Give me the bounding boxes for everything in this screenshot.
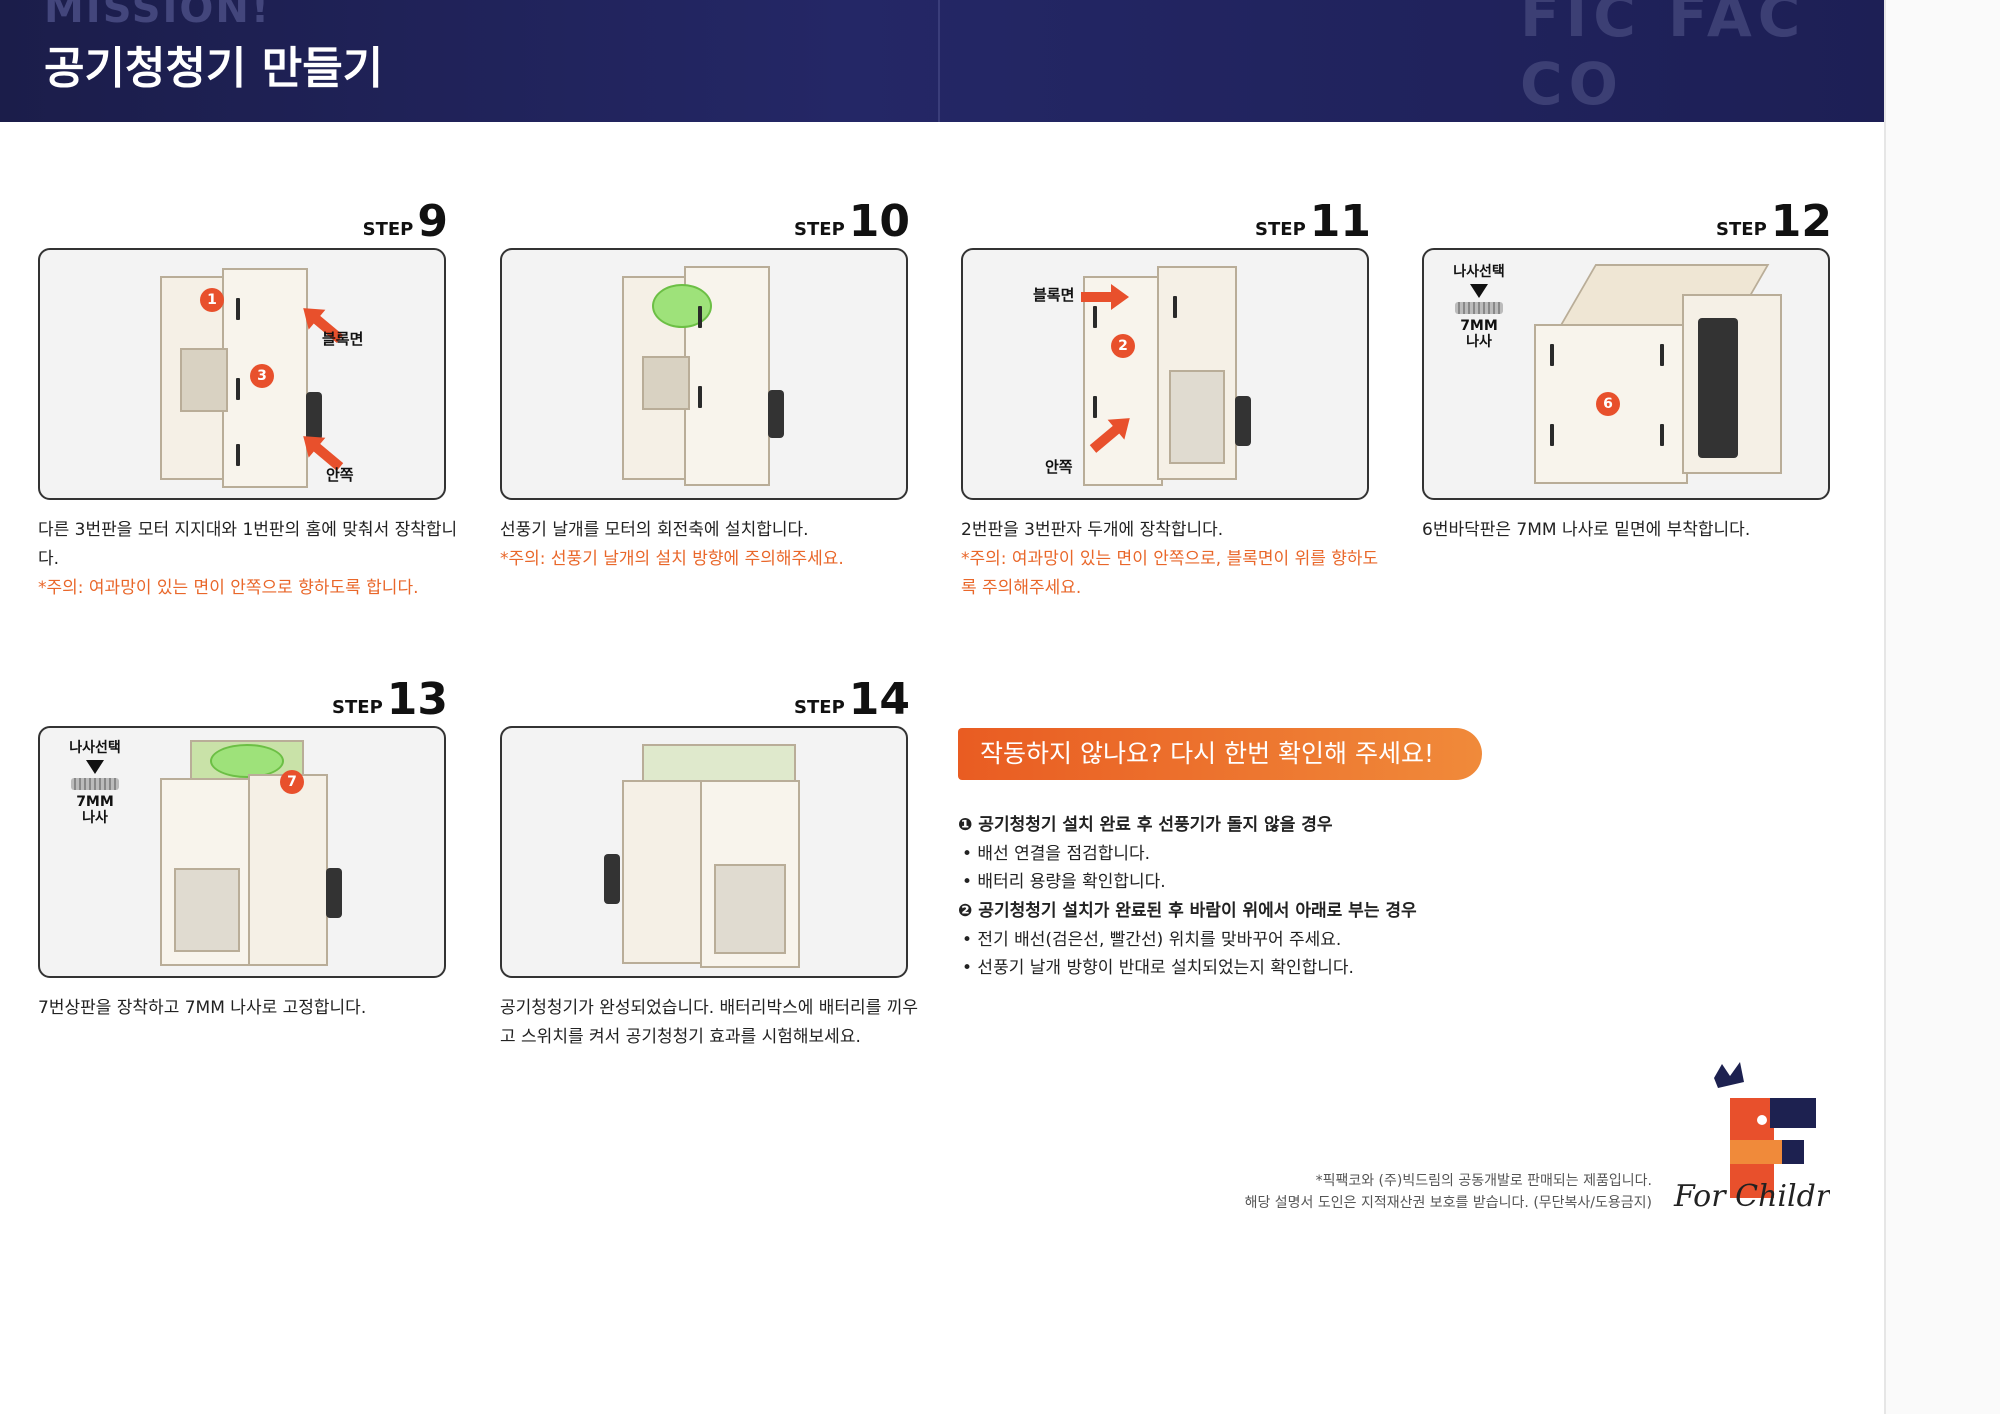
troubleshoot-bullet: • 배선 연결을 점검합니다. bbox=[962, 844, 1151, 864]
assembly-illustration bbox=[622, 266, 822, 490]
assembly-illustration bbox=[604, 744, 822, 974]
page-edge-strip bbox=[1884, 0, 2000, 1414]
brand-watermark: FIC FAC CO bbox=[1520, 0, 1807, 118]
step-13: STEP 13 나사선택 7MM 나사 7 7번상판을 장착하고 7MM 나사로… bbox=[38, 674, 448, 1074]
assembly-illustration: 7 bbox=[160, 738, 360, 974]
step-number: 12 bbox=[1770, 196, 1832, 247]
part-badge: 1 bbox=[200, 288, 224, 312]
logo-eye-icon bbox=[1757, 1115, 1767, 1125]
down-triangle-icon bbox=[1470, 284, 1488, 298]
step-word: STEP bbox=[332, 697, 383, 718]
screw-selector: 나사선택 7MM 나사 bbox=[1444, 264, 1514, 350]
screw-label: 나사선택 bbox=[1453, 264, 1505, 280]
callout-label: 안쪽 bbox=[326, 466, 354, 484]
step-9-description: 다른 3번판을 모터 지지대와 1번판의 홈에 맞춰서 장착합니다. *주의: … bbox=[38, 516, 458, 603]
footer-line: 해당 설명서 도인은 지적재산권 보호를 받습니다. (무단복사/도용금지) bbox=[1244, 1195, 1652, 1211]
screw-icon bbox=[1455, 302, 1503, 314]
step-13-photo: 나사선택 7MM 나사 7 bbox=[38, 726, 446, 978]
step-text: 선풍기 날개를 모터의 회전축에 설치합니다. bbox=[500, 520, 809, 540]
step-warning: *주의: 여과망이 있는 면이 안쪽으로 향하도록 합니다. bbox=[38, 578, 419, 598]
step-12: STEP 12 나사선택 7MM 나사 6 6번바닥판은 7MM 나사로 밑면에… bbox=[1422, 196, 1832, 616]
logo-script-text: For Children bbox=[1673, 1179, 1830, 1214]
screw-label: 나사선택 bbox=[69, 740, 121, 756]
step-10-description: 선풍기 날개를 모터의 회전축에 설치합니다. *주의: 선풍기 날개의 설치 … bbox=[500, 516, 920, 574]
logo-f-mid-accent bbox=[1782, 1140, 1804, 1164]
troubleshoot-bullet: • 전기 배선(검은선, 빨간선) 위치를 맞바꾸어 주세요. bbox=[962, 930, 1342, 950]
fan-blade bbox=[210, 744, 284, 778]
assembly-illustration: 6 bbox=[1534, 264, 1814, 490]
step-warning: *주의: 선풍기 날개의 설치 방향에 주의해주세요. bbox=[500, 549, 844, 569]
step-word: STEP bbox=[794, 219, 845, 240]
screw-type: 나사 bbox=[82, 810, 108, 826]
screw-type: 나사 bbox=[1466, 334, 1492, 350]
troubleshoot-heading: ❶ 공기청청기 설치 완료 후 선풍기가 돌지 않을 경우 bbox=[958, 815, 1333, 835]
part-badge: 2 bbox=[1111, 334, 1135, 358]
troubleshoot-bullet: • 배터리 용량을 확인합니다. bbox=[962, 872, 1166, 892]
step-9-photo: 1 3 블록면 안쪽 bbox=[38, 248, 446, 500]
step-label: STEP 14 bbox=[794, 674, 910, 722]
step-word: STEP bbox=[1716, 219, 1767, 240]
callout-label: 블록면 bbox=[1033, 286, 1075, 304]
part-badge: 6 bbox=[1596, 392, 1620, 416]
down-triangle-icon bbox=[86, 760, 104, 774]
troubleshoot-banner: 작동하지 않나요? 다시 한번 확인해 주세요! bbox=[958, 728, 1482, 780]
crown-icon bbox=[1714, 1062, 1744, 1088]
step-9: STEP 9 1 3 블록면 안쪽 다른 3번판을 모터 지지대와 1번판의 홈… bbox=[38, 196, 457, 616]
callout-label: 안쪽 bbox=[1045, 458, 1073, 476]
step-11-photo: 2 블록면 안쪽 bbox=[961, 248, 1369, 500]
step-10: STEP 10 선풍기 날개를 모터의 회전축에 설치합니다. *주의: 선풍기… bbox=[500, 196, 910, 616]
troubleshoot-bullet: • 선풍기 날개 방향이 반대로 설치되었는지 확인합니다. bbox=[962, 958, 1354, 978]
step-word: STEP bbox=[794, 697, 845, 718]
screw-icon bbox=[71, 778, 119, 790]
step-label: STEP 11 bbox=[1255, 196, 1371, 244]
step-label: STEP 12 bbox=[1716, 196, 1832, 244]
step-10-photo bbox=[500, 248, 908, 500]
for-children-logo: For Children bbox=[1673, 1062, 1830, 1214]
screw-size: 7MM bbox=[76, 794, 114, 810]
copyright-note: *픽팩코와 (주)빅드림의 공동개발로 판매되는 제품입니다. 해당 설명서 도… bbox=[1080, 1170, 1652, 1214]
logo-f-mid bbox=[1730, 1140, 1790, 1164]
troubleshoot-heading: ❷ 공기청청기 설치가 완료된 후 바람이 위에서 아래로 부는 경우 bbox=[958, 901, 1417, 921]
step-number: 14 bbox=[848, 674, 910, 725]
step-13-description: 7번상판을 장착하고 7MM 나사로 고정합니다. bbox=[38, 994, 458, 1023]
screw-selector: 나사선택 7MM 나사 bbox=[60, 740, 130, 826]
step-12-photo: 나사선택 7MM 나사 6 bbox=[1422, 248, 1830, 500]
mission-watermark: MISSION! bbox=[44, 0, 272, 32]
step-label: STEP 9 bbox=[363, 196, 448, 244]
pointer-arrow bbox=[1081, 284, 1129, 310]
step-number: 11 bbox=[1309, 196, 1371, 247]
step-number: 9 bbox=[417, 196, 448, 247]
header-banner: MISSION! FIC FAC CO 공기청청기 만들기 bbox=[0, 0, 1884, 122]
fan-blade bbox=[652, 284, 712, 328]
step-12-description: 6번바닥판은 7MM 나사로 밑면에 부착합니다. bbox=[1422, 516, 1842, 545]
troubleshoot-list: ❶ 공기청청기 설치 완료 후 선풍기가 돌지 않을 경우 • 배선 연결을 점… bbox=[958, 810, 1578, 982]
step-text: 공기청청기가 완성되었습니다. 배터리박스에 배터리를 끼우고 스위치를 켜서 … bbox=[500, 998, 919, 1047]
screw-size: 7MM bbox=[1460, 318, 1498, 334]
page-edge-line bbox=[1884, 0, 1886, 1414]
header-divider bbox=[938, 0, 940, 122]
logo-f-top-accent bbox=[1770, 1098, 1816, 1128]
step-label: STEP 13 bbox=[332, 674, 448, 722]
step-11: STEP 11 2 블록면 안쪽 2번판을 3번판자 두개에 장착합니다. *주… bbox=[961, 196, 1378, 616]
step-word: STEP bbox=[1255, 219, 1306, 240]
step-text: 7번상판을 장착하고 7MM 나사로 고정합니다. bbox=[38, 998, 367, 1018]
step-number: 10 bbox=[848, 196, 910, 247]
step-11-description: 2번판을 3번판자 두개에 장착합니다. *주의: 여과망이 있는 면이 안쪽으… bbox=[961, 516, 1381, 603]
step-warning: *주의: 여과망이 있는 면이 안쪽으로, 블록면이 위를 향하도록 주의해주세… bbox=[961, 549, 1379, 598]
step-text: 2번판을 3번판자 두개에 장착합니다. bbox=[961, 520, 1224, 540]
page-title: 공기청청기 만들기 bbox=[44, 43, 384, 94]
part-badge: 7 bbox=[280, 770, 304, 794]
step-14-photo bbox=[500, 726, 908, 978]
step-text: 6번바닥판은 7MM 나사로 밑면에 부착합니다. bbox=[1422, 520, 1751, 540]
assembly-illustration: 1 3 bbox=[160, 268, 360, 488]
step-14-description: 공기청청기가 완성되었습니다. 배터리박스에 배터리를 끼우고 스위치를 켜서 … bbox=[500, 994, 920, 1052]
step-14: STEP 14 공기청청기가 완성되었습니다. 배터리박스에 배터리를 끼우고 … bbox=[500, 674, 918, 1074]
step-word: STEP bbox=[362, 219, 414, 240]
callout-label: 블록면 bbox=[322, 330, 364, 348]
part-badge: 3 bbox=[250, 364, 274, 388]
step-text: 다른 3번판을 모터 지지대와 1번판의 홈에 맞춰서 장착합니다. bbox=[38, 520, 458, 569]
footer-line: *픽팩코와 (주)빅드림의 공동개발로 판매되는 제품입니다. bbox=[1315, 1173, 1652, 1189]
step-number: 13 bbox=[386, 674, 448, 725]
step-label: STEP 10 bbox=[794, 196, 910, 244]
